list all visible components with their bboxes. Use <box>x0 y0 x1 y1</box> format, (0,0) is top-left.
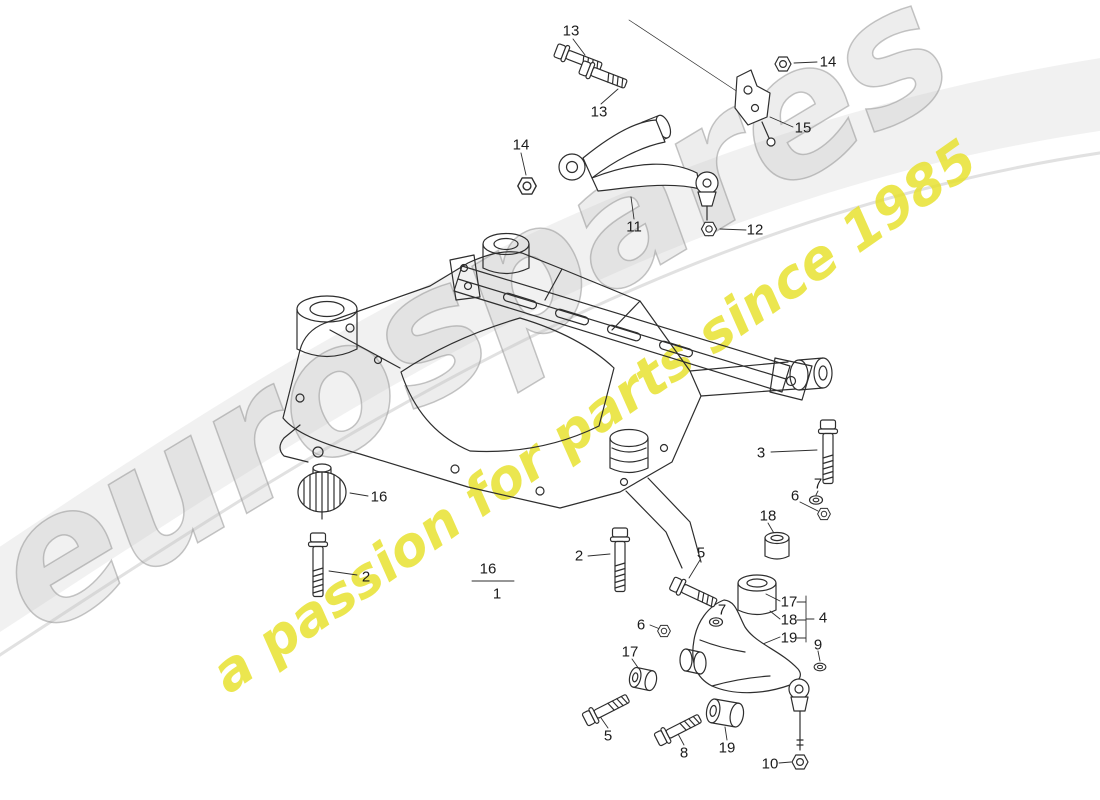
bushing-18 <box>764 531 790 560</box>
bolt-2b <box>609 527 631 593</box>
washer-7a <box>808 495 824 505</box>
callout-1: 1 <box>492 585 502 603</box>
nut-10 <box>791 754 809 770</box>
subframe <box>279 232 833 569</box>
callout-19: 19 <box>718 739 736 757</box>
callout-11: 11 <box>626 218 642 236</box>
washer-7b <box>708 617 724 627</box>
callout-15: 15 <box>794 119 812 137</box>
callout-16: 16 <box>370 488 388 506</box>
callout-14: 14 <box>819 53 837 71</box>
nut-14a <box>774 56 792 72</box>
callout-13: 13 <box>562 22 580 40</box>
washer-9 <box>813 662 827 672</box>
bushing-17 <box>628 666 658 692</box>
callout-19: 19 <box>780 629 798 647</box>
bushing-19 <box>705 698 745 728</box>
callout-17: 17 <box>621 643 639 661</box>
callout-6: 6 <box>636 616 646 634</box>
bolt-5a <box>667 574 720 612</box>
nut-6a <box>817 507 831 521</box>
nut-12 <box>700 221 718 237</box>
callout-12: 12 <box>746 221 764 239</box>
callout-16: 16 <box>479 560 497 578</box>
callout-5: 5 <box>603 727 613 745</box>
nut-6b <box>657 624 671 638</box>
callout-17: 17 <box>780 593 798 611</box>
callout-14: 14 <box>512 136 530 154</box>
callout-7: 7 <box>717 601 727 619</box>
bolt-13b <box>577 58 630 93</box>
mount-bracket <box>734 69 776 147</box>
subframe-mount <box>297 463 347 520</box>
upper-control-arm <box>558 114 719 221</box>
callout-10: 10 <box>761 755 779 773</box>
leader-lines <box>328 19 821 764</box>
callout-2: 2 <box>574 547 584 565</box>
callout-3: 3 <box>756 444 766 462</box>
crossmember-brace <box>449 254 813 401</box>
bolt-3 <box>817 419 839 485</box>
callout-2: 2 <box>361 568 371 586</box>
callout-4: 4 <box>818 609 828 627</box>
bolt-2a <box>307 532 329 598</box>
callout-8: 8 <box>679 744 689 762</box>
nut-14b <box>517 177 537 195</box>
callout-6: 6 <box>790 487 800 505</box>
bolt-8 <box>652 710 705 749</box>
callout-9: 9 <box>813 636 823 654</box>
callout-7: 7 <box>813 475 823 493</box>
callout-18: 18 <box>759 507 777 525</box>
callout-18: 18 <box>780 611 798 629</box>
bolt-5b <box>580 690 633 729</box>
callout-5: 5 <box>696 544 706 562</box>
callout-13: 13 <box>590 103 608 121</box>
